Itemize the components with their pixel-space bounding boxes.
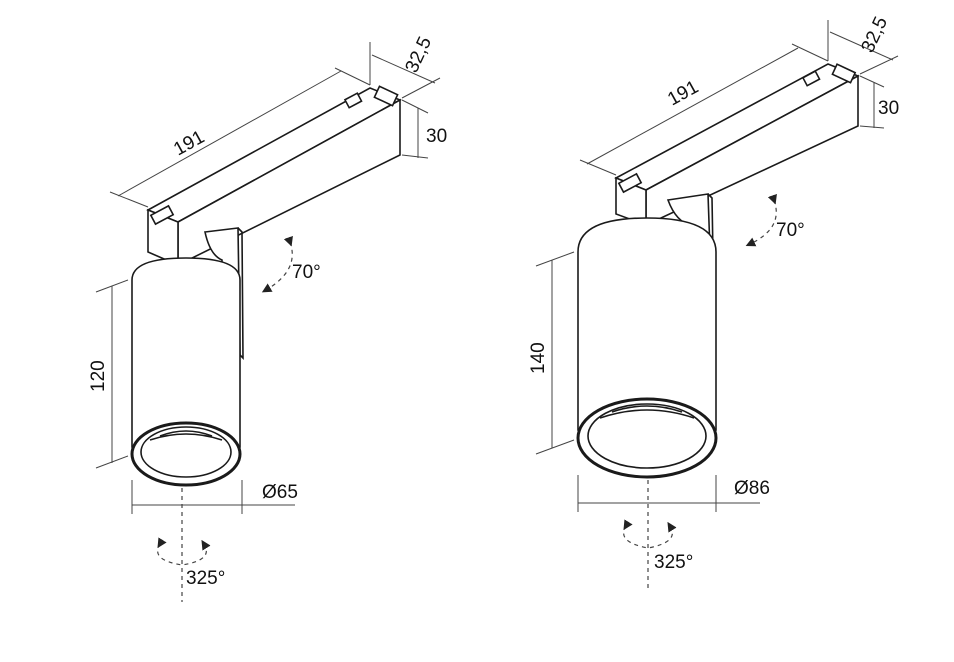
left-tilt-angle-label: 70° <box>292 262 321 283</box>
left-dim-height: 120 <box>88 279 129 469</box>
right-rail-height-label: 30 <box>878 98 899 119</box>
right-dim-rail-height: 30 <box>859 75 899 129</box>
right-rail-length-label: 191 <box>664 77 702 111</box>
left-track-rail <box>146 85 402 267</box>
right-rail-width-label: 32,5 <box>857 14 892 56</box>
right-rotation-indicator: 325° <box>623 480 693 590</box>
right-rotation-angle-label: 325° <box>654 552 693 573</box>
right-cylinder <box>576 217 718 479</box>
left-diameter-label: Ø65 <box>262 482 298 503</box>
right-dim-height: 140 <box>528 251 575 455</box>
right-tilt-angle-label: 70° <box>776 220 805 241</box>
right-height-label: 140 <box>528 342 549 374</box>
right-track-rail <box>614 63 860 227</box>
left-height-label: 120 <box>88 360 109 392</box>
left-rail-height-label: 30 <box>426 126 447 147</box>
right-tilt-indicator: 70° <box>745 193 805 247</box>
right-dim-diameter: Ø86 <box>577 475 770 512</box>
left-rail-length-label: 191 <box>170 127 208 161</box>
left-rotation-indicator: 325° <box>157 488 225 602</box>
left-rail-width-label: 32,5 <box>401 34 436 76</box>
left-tilt-indicator: 70° <box>261 235 321 293</box>
right-fixture: 191 32,5 30 70° 140 <box>528 14 899 590</box>
right-diameter-label: Ø86 <box>734 478 770 499</box>
left-cylinder <box>130 257 242 487</box>
left-dim-diameter: Ø65 <box>131 480 298 514</box>
left-rotation-angle-label: 325° <box>186 568 225 589</box>
left-dim-rail-height: 30 <box>401 99 447 159</box>
left-fixture: 191 32,5 30 70° 120 <box>88 34 447 602</box>
